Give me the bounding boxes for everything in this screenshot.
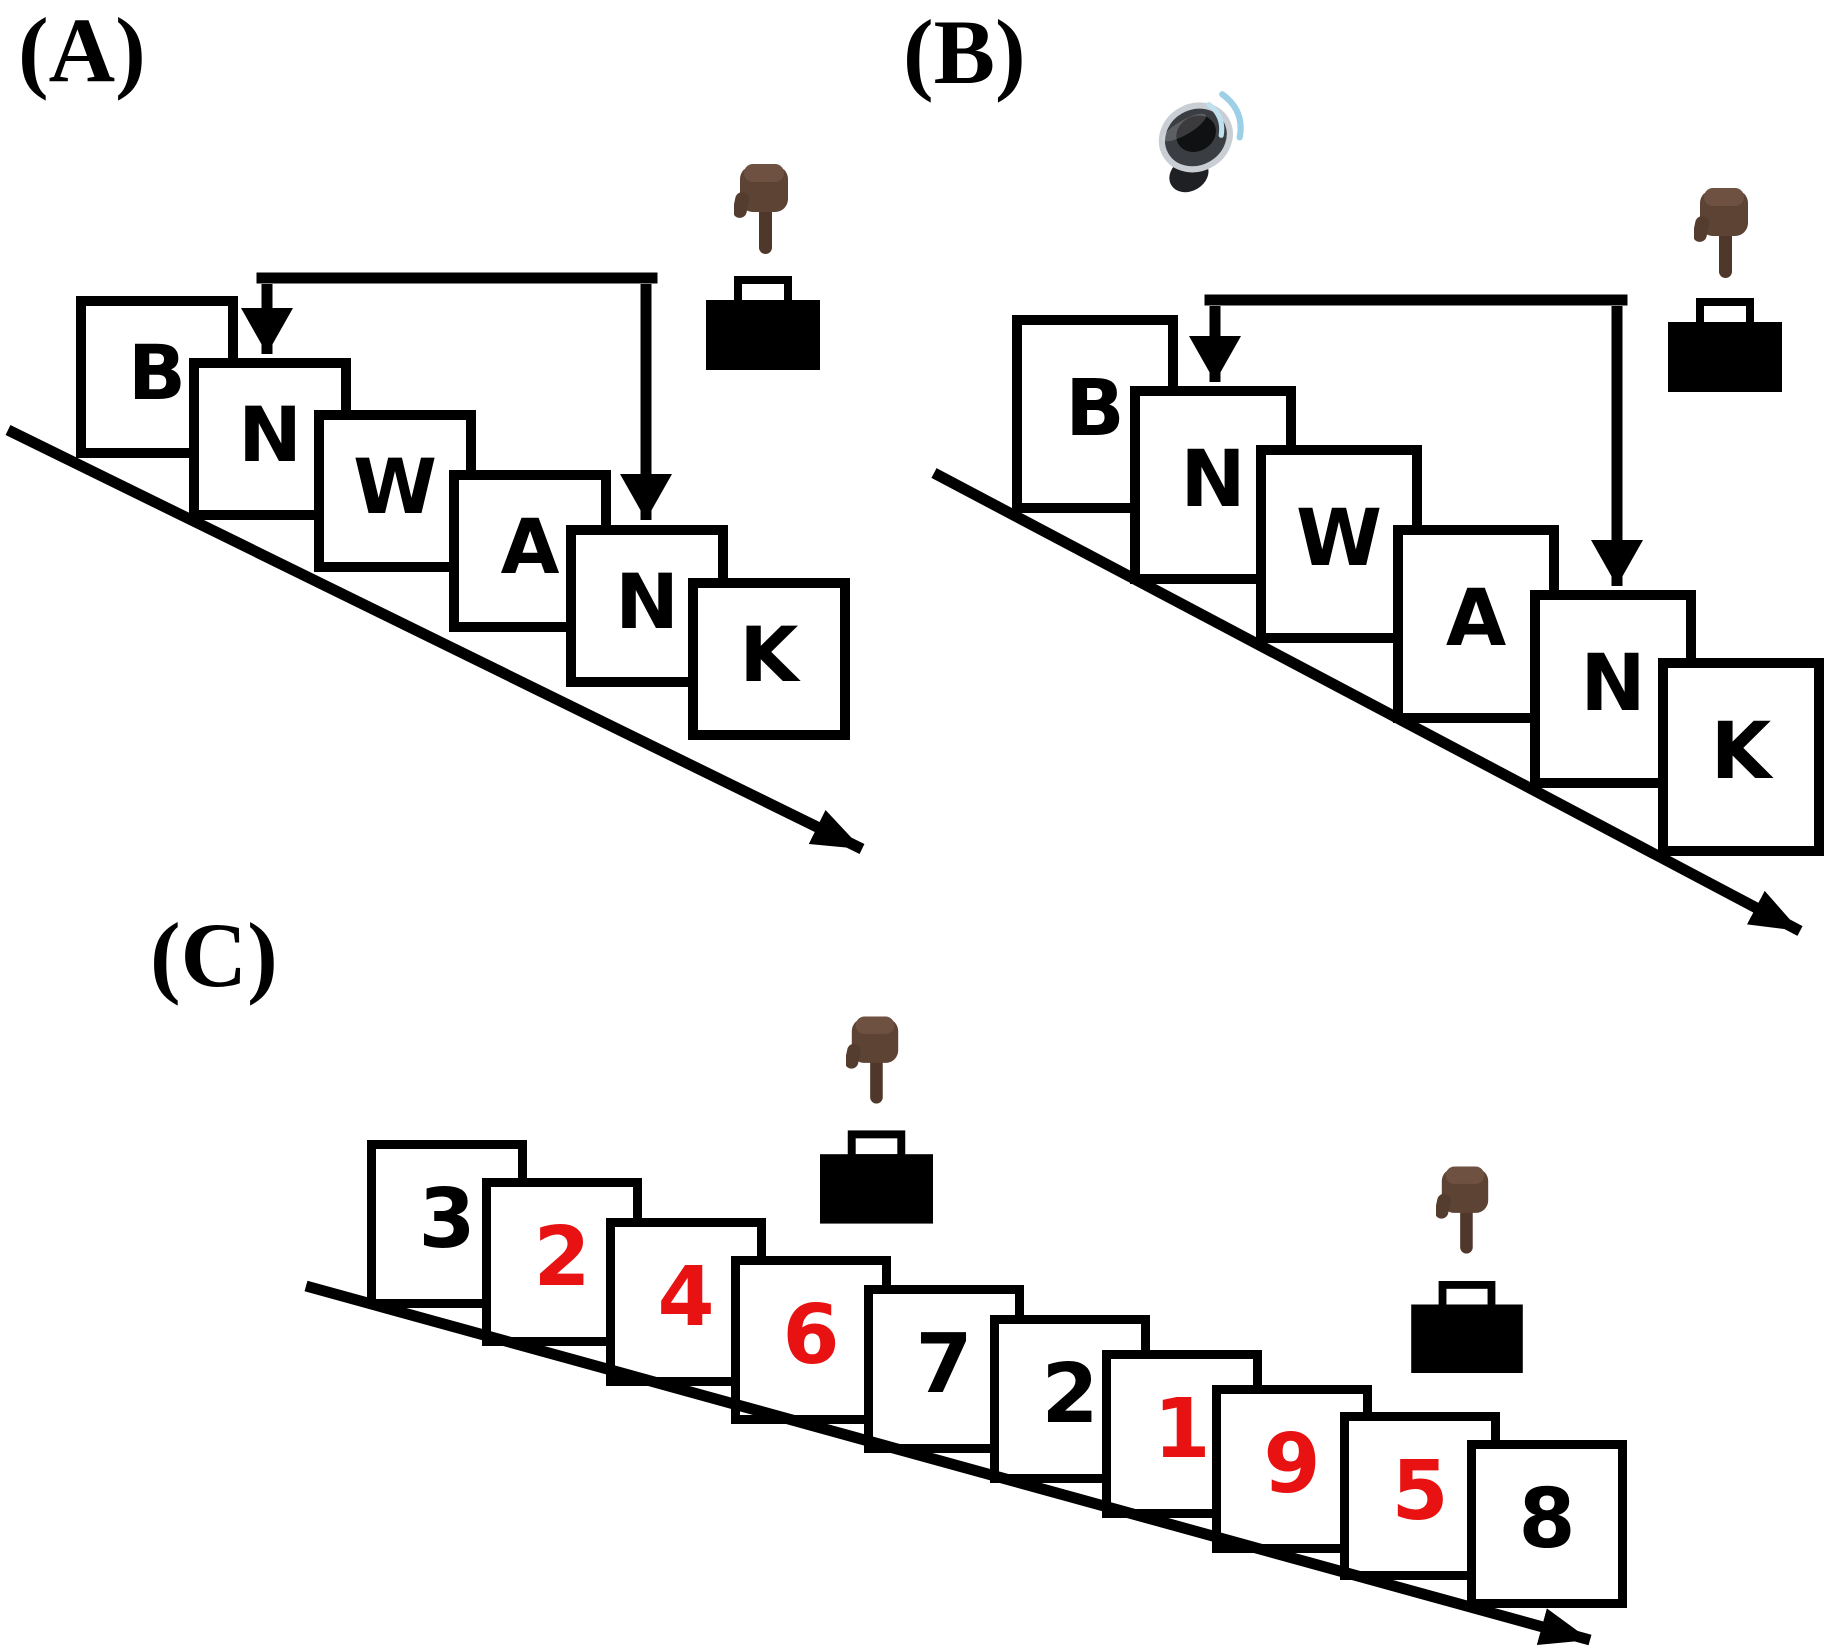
stimulus-number: 4 (657, 1249, 715, 1345)
response-button-icon (820, 1130, 933, 1224)
stimulus-card: 8 (1467, 1440, 1627, 1608)
stimulus-letter: A (500, 501, 560, 591)
stimulus-letter: N (1180, 435, 1246, 525)
stimulus-letter: N (238, 389, 302, 479)
stimulus-letter: B (128, 327, 186, 417)
panel-c-label: (C) (150, 904, 278, 1006)
pointing-hand-icon (846, 1016, 899, 1104)
response-button-icon (706, 276, 820, 370)
pointing-hand-icon (1694, 188, 1748, 278)
stimulus-letter: A (1445, 574, 1507, 664)
stimulus-letter: W (353, 441, 437, 531)
response-button-icon (1410, 1281, 1524, 1373)
stimulus-number: 2 (1041, 1346, 1099, 1442)
stimulus-number: 7 (915, 1316, 973, 1412)
panel-b-label: (B) (903, 1, 1026, 103)
stimulus-letter: B (1065, 364, 1125, 454)
stimulus-number: 5 (1391, 1443, 1449, 1539)
stimulus-number: 9 (1263, 1416, 1321, 1512)
stimulus-card: K (688, 578, 850, 740)
stimulus-letter: W (1295, 494, 1383, 584)
stimulus-number: 6 (782, 1287, 840, 1383)
stimulus-number: 1 (1153, 1381, 1211, 1477)
stimulus-letter: N (1580, 639, 1646, 729)
pointing-hand-icon (1436, 1166, 1489, 1254)
response-button-icon (1668, 298, 1782, 392)
stimulus-number: 3 (418, 1171, 476, 1267)
stimulus-card: K (1658, 658, 1824, 856)
panel-a-label: (A) (18, 0, 146, 101)
stimulus-number: 8 (1518, 1471, 1576, 1567)
stimulus-number: 2 (533, 1209, 591, 1305)
pointing-hand-icon (734, 164, 788, 254)
stimulus-letter: N (615, 556, 679, 646)
speaker-icon (1140, 84, 1248, 199)
stimulus-letter: K (1710, 707, 1772, 797)
stimulus-letter: K (739, 609, 799, 699)
